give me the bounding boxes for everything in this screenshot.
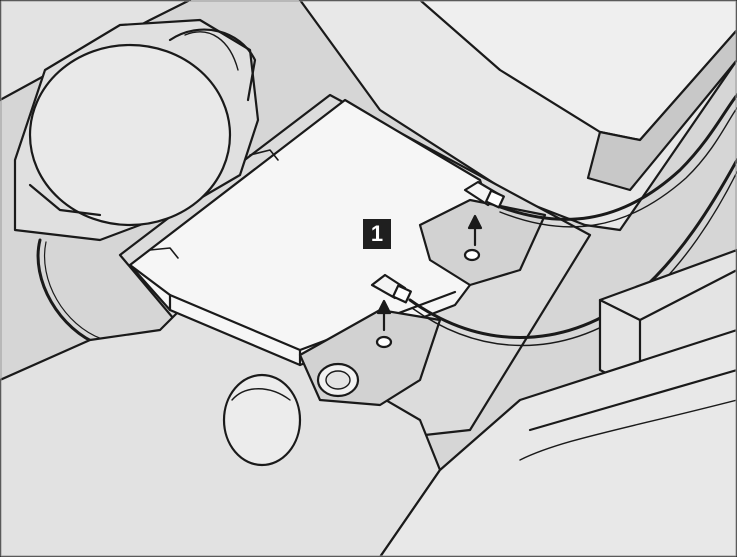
palmrest-right bbox=[378, 328, 737, 557]
arrow-up-icon bbox=[376, 299, 392, 332]
antenna-connector-upper bbox=[463, 180, 505, 209]
callout-label: 1 bbox=[363, 219, 391, 249]
screw-lower bbox=[375, 335, 393, 349]
keyboard-side bbox=[586, 28, 737, 192]
speaker bbox=[13, 18, 260, 242]
arrow-up-icon bbox=[467, 214, 483, 247]
finger-hole bbox=[222, 373, 302, 467]
connector-slot-upper bbox=[418, 198, 547, 287]
antenna-connector-lower bbox=[370, 273, 412, 304]
screw-upper bbox=[463, 248, 481, 262]
antenna-cable-upper bbox=[493, 93, 737, 221]
